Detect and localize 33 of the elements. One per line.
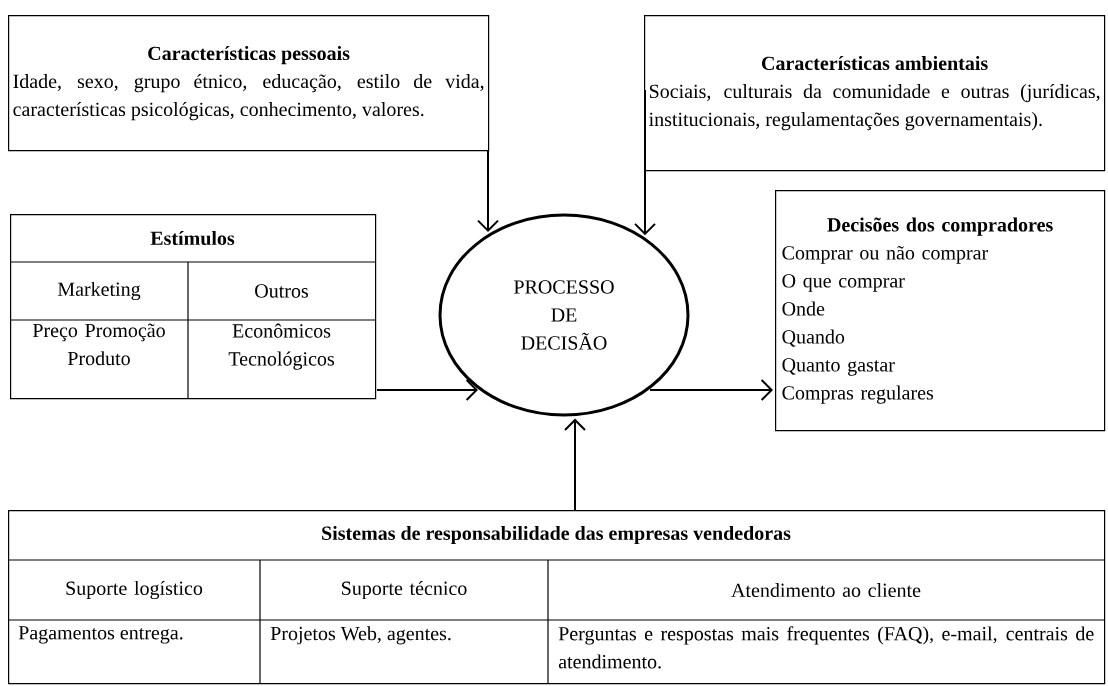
table-cell: Econômicos Tecnológicos [228,323,334,370]
body-text: Idade, sexo, grupo étnico, educação, estilo de vida, características psicológicas, conhecimento, valores. [13,74,484,121]
table-cell: Perguntas e respostas mais frequentes (FAQ), e-mail, centrais de atendimento. [558,626,1094,669]
list-item: Quanto gastar [782,358,895,376]
table-cell: Marketing [57,281,141,301]
table-cell: Suporte logístico [66,580,203,600]
list-item: Comprar ou não comprar [782,245,989,264]
table-heading: Estímulos [150,230,235,246]
arrow [376,379,478,401]
table-cell: Pagamentos entrega. [18,626,183,644]
list-item: O que comprar [782,274,905,292]
list-item: Compras regulares [782,385,934,404]
heading: Decisões dos compradores [827,217,1053,236]
text-box [8,15,490,152]
list-item: Quando [782,329,845,347]
arrow [477,149,499,232]
text-box [644,15,1106,172]
support-table [7,510,1106,685]
arrow [564,418,586,511]
table-cell: Projetos Web, agentes. [270,626,451,645]
heading: Características pessoais Idade, sexo, grupo étnico, educação, estilo de vida, características psicológicas, conhecimento, valores. [13,46,484,121]
table-cell: Outros [255,284,308,298]
list-item: Onde [782,301,825,316]
body-text: Sociais, culturais da comunidade e outras (jurídicas, institucionais, regulamentações governamentais). [649,84,1100,131]
table-cell: Preço Promoção Produto [32,323,165,366]
arrow [649,379,773,401]
heading: Características ambientais Sociais, culturais da comunidade e outras (jurídicas, institucionais, regulamentações governamentais). [649,56,1100,131]
table-cell: Suporte técnico [342,580,467,600]
stimuli-table [9,214,377,400]
table-heading: Sistemas de responsabilidade das empresas vendedoras [322,525,791,545]
arrow [634,89,656,236]
decision-box [775,190,1106,432]
table-cell: Atendimento ao cliente [731,582,921,598]
